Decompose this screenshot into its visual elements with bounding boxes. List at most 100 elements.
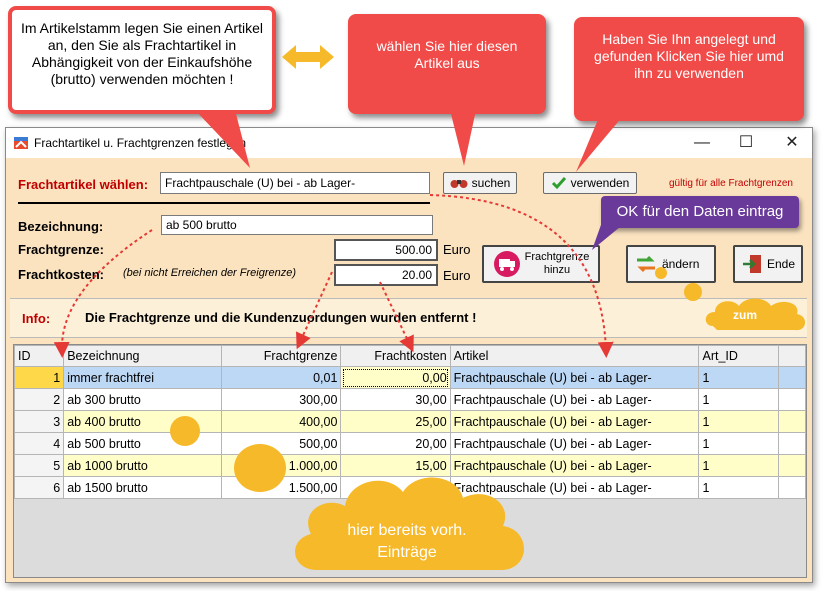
frachtgrenzen-table: ID Bezeichnung Frachtgrenze Frachtkosten… [13, 345, 806, 499]
add-limit-label-2: hinzu [543, 264, 571, 276]
table-row[interactable]: 6 ab 1500 brutto 1.500,00 10,00 Frachtpa… [13, 476, 806, 499]
table-row[interactable]: 3 ab 400 brutto 400,00 25,00 Frachtpausc… [13, 410, 806, 433]
cell-artikel[interactable]: Frachtpauschale (U) bei - ab Lager- [449, 432, 700, 455]
add-limit-button[interactable]: Frachtgrenze hinzu [482, 245, 600, 283]
divider [18, 202, 430, 204]
search-label: suchen [471, 176, 511, 190]
cell-frachtkosten[interactable]: 30,00 [340, 388, 451, 411]
cell-id: 5 [13, 454, 65, 477]
cell-id: 2 [13, 388, 65, 411]
checkmark-icon [551, 177, 566, 190]
table-row[interactable]: 2 ab 300 brutto 300,00 30,00 Frachtpausc… [13, 388, 806, 411]
info-bar: Info: Die Frachtgrenze und die Kundenzuo… [10, 298, 807, 338]
frachtartikel-field[interactable]: Frachtpauschale (U) bei - ab Lager- [160, 172, 430, 194]
thought-dot [234, 444, 286, 492]
cell-frachtgrenze[interactable]: 400,00 [221, 410, 342, 433]
callout-main-pointer [195, 110, 250, 168]
use-button[interactable]: verwenden [543, 172, 637, 194]
table-header-row: ID Bezeichnung Frachtgrenze Frachtkosten… [13, 345, 806, 367]
cell-frachtgrenze[interactable]: 500,00 [221, 432, 342, 455]
cell-filler [777, 366, 806, 389]
cell-art-id[interactable]: 1 [698, 432, 779, 455]
thought-dot [170, 416, 200, 446]
thought-dot [655, 267, 667, 279]
cell-artikel[interactable]: Frachtpauschale (U) bei - ab Lager- [449, 454, 700, 477]
callout-use: Haben Sie Ihn angelegt und gefunden Klic… [574, 17, 804, 121]
search-button[interactable]: suchen [443, 172, 517, 194]
callout-ok: OK für den Daten eintrag [601, 196, 799, 228]
cell-id: 6 [13, 476, 65, 499]
big-cloud-shape [295, 477, 524, 570]
frachtgrenze-label: Frachtgrenze: [18, 242, 104, 257]
col-header-filler [777, 345, 806, 367]
window-title: Frachtartikel u. Frachtgrenzen festlegen [34, 136, 247, 150]
cell-frachtgrenze[interactable]: 0,01 [221, 366, 342, 389]
close-button[interactable]: ✕ [785, 134, 799, 151]
truck-icon [493, 251, 520, 277]
cell-bezeichnung[interactable]: immer frachtfrei [63, 366, 223, 389]
cell-art-id[interactable]: 1 [698, 388, 779, 411]
swap-arrows-icon [637, 255, 655, 273]
col-header-frachtgrenze[interactable]: Frachtgrenze [221, 345, 342, 367]
cell-artikel[interactable]: Frachtpauschale (U) bei - ab Lager- [449, 388, 700, 411]
change-label: ändern [662, 257, 700, 271]
cell-id: 3 [13, 410, 65, 433]
cell-art-id[interactable]: 1 [698, 366, 779, 389]
cell-filler [777, 432, 806, 455]
col-header-art-id[interactable]: Art_ID [698, 345, 779, 367]
small-cloud: zum [703, 296, 809, 334]
info-text: Die Frachtgrenze und die Kundenzuordunge… [85, 310, 477, 325]
table-row[interactable]: 4 ab 500 brutto 500,00 20,00 Frachtpausc… [13, 432, 806, 455]
exit-door-icon [742, 255, 761, 273]
cell-bezeichnung[interactable]: ab 1500 brutto [63, 476, 223, 499]
frachtkosten-label: Frachtkosten: [18, 267, 104, 282]
minimize-button[interactable]: — [694, 134, 710, 151]
callout-main: Im Artikelstamm legen Sie einen Artikel … [8, 6, 276, 114]
col-header-id[interactable]: ID [13, 345, 65, 367]
cell-filler [777, 410, 806, 433]
cell-frachtgrenze[interactable]: 300,00 [221, 388, 342, 411]
cell-frachtkosten[interactable]: 20,00 [340, 432, 451, 455]
cell-frachtkosten[interactable]: 0,00 [340, 366, 451, 389]
cell-filler [777, 454, 806, 477]
table-row[interactable]: 1 immer frachtfrei 0,01 0,00 Frachtpausc… [13, 366, 806, 389]
frachtkosten-field[interactable]: 20.00 [334, 264, 438, 286]
cell-frachtkosten[interactable]: 25,00 [340, 410, 451, 433]
end-button[interactable]: Ende [733, 245, 803, 283]
cell-art-id[interactable]: 1 [698, 410, 779, 433]
cell-art-id[interactable]: 1 [698, 476, 779, 499]
use-label: verwenden [570, 176, 630, 190]
maximize-button[interactable]: ☐ [738, 134, 754, 151]
col-header-bezeichnung[interactable]: Bezeichnung [63, 345, 223, 367]
change-button[interactable]: ändern [626, 245, 716, 283]
valid-note: gültig für alle Frachtgrenzen [669, 178, 793, 189]
cell-filler [777, 476, 806, 499]
cell-bezeichnung[interactable]: ab 1000 brutto [63, 454, 223, 477]
small-cloud-text: zum [733, 308, 757, 322]
thought-dot [684, 283, 702, 301]
col-header-artikel[interactable]: Artikel [449, 345, 700, 367]
frachtartikel-label: Frachtartikel wählen: [18, 177, 149, 192]
callout-ok-pointer [592, 222, 626, 250]
col-header-frachtkosten[interactable]: Frachtkosten [340, 345, 451, 367]
big-cloud-text: hier bereits vorh. Einträge [347, 522, 467, 561]
cell-id: 4 [13, 432, 65, 455]
end-label: Ende [766, 257, 796, 271]
bezeichnung-field[interactable]: ab 500 brutto [161, 215, 433, 235]
cell-artikel[interactable]: Frachtpauschale (U) bei - ab Lager- [449, 410, 700, 433]
cell-artikel[interactable]: Frachtpauschale (U) bei - ab Lager- [449, 366, 700, 389]
binoculars-icon [450, 180, 468, 188]
cell-art-id[interactable]: 1 [698, 454, 779, 477]
callout-select-pointer [450, 110, 476, 166]
add-limit-label-1: Frachtgrenze [524, 251, 590, 263]
currency-euro-2: Euro [443, 268, 471, 283]
callout-select: wählen Sie hier diesen Artikel aus [348, 14, 546, 114]
callout-use-pointer [576, 110, 628, 172]
double-arrow-icon [282, 45, 334, 69]
bezeichnung-label: Bezeichnung: [18, 219, 104, 234]
currency-euro-1: Euro [443, 242, 471, 257]
cell-bezeichnung[interactable]: ab 300 brutto [63, 388, 223, 411]
title-bar: Frachtartikel u. Frachtgrenzen festlegen… [6, 128, 812, 158]
frachtgrenze-field[interactable]: 500.00 [334, 239, 438, 261]
cell-artikel[interactable]: Frachtpauschale (U) bei - ab Lager- [449, 476, 700, 499]
